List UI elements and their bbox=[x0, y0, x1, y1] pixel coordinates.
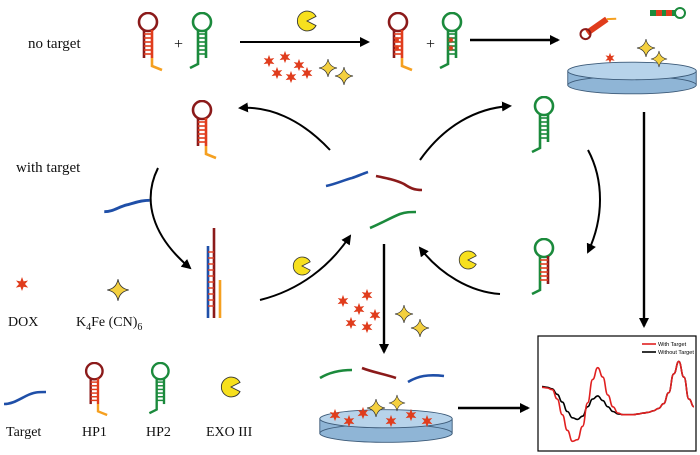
legend-exo3-label: EXO III bbox=[206, 425, 253, 440]
k4fe-star-icon bbox=[106, 278, 130, 302]
plus-sign: + bbox=[426, 36, 435, 53]
legend-entry-with-target: With Target bbox=[658, 342, 687, 348]
hairpin-hp2-icon bbox=[148, 362, 170, 415]
legend-target-label: Target bbox=[6, 425, 41, 440]
released-strands bbox=[325, 170, 423, 230]
k4fe-star-icon bbox=[410, 318, 430, 338]
dox-cluster bbox=[263, 50, 313, 84]
arrow-hybridize-hp1 bbox=[149, 167, 192, 270]
k4fe-star-icon bbox=[394, 304, 414, 324]
dox-icon bbox=[15, 277, 29, 291]
hairpin-hp1-icon bbox=[137, 12, 164, 72]
legend-k4fe-label: K4Fe (CN)6 bbox=[76, 315, 142, 333]
exo3-pacman-icon bbox=[292, 256, 311, 276]
legend-hp1-label: HP1 bbox=[82, 425, 107, 440]
electrode-icon bbox=[567, 61, 697, 95]
with-target-cycle bbox=[102, 96, 601, 354]
exo3-pacman-icon bbox=[296, 10, 317, 32]
dox-cluster bbox=[337, 288, 381, 334]
adsorbed-hairpins bbox=[579, 7, 686, 41]
hairpin-hp1-icon bbox=[191, 100, 218, 160]
voltammogram-chart: With Target Without Target bbox=[537, 335, 697, 452]
arrow-digest-hp1 bbox=[259, 234, 352, 301]
chart-lines bbox=[541, 360, 695, 443]
row-label-with-target: with target bbox=[16, 160, 81, 176]
bottom-electrode-group bbox=[319, 366, 453, 443]
dox-icon bbox=[605, 52, 615, 64]
exo3-pacman-icon bbox=[458, 250, 477, 270]
legend: DOX K4Fe (CN)6 Target HP1 HP2 EXO III bbox=[3, 277, 253, 440]
target-strand-icon bbox=[3, 390, 47, 406]
arrow-release-hp1 bbox=[238, 102, 331, 151]
hairpin-hp1-icon bbox=[84, 362, 109, 417]
hairpin-hp2-icon bbox=[530, 96, 555, 154]
k4fe-star-icon bbox=[334, 66, 354, 86]
series-line-with-target bbox=[541, 360, 695, 443]
arrow-hybridize-hp2 bbox=[586, 149, 601, 254]
legend-hp2-label: HP2 bbox=[146, 425, 171, 440]
legend-dox-label: DOX bbox=[8, 315, 38, 330]
plus-sign: + bbox=[174, 36, 183, 53]
k4fe-star-icon bbox=[388, 394, 406, 412]
legend-entry-without-target: Without Target bbox=[658, 350, 694, 356]
arrow-digest-hp2 bbox=[418, 246, 501, 295]
no-target-row: + + bbox=[137, 7, 697, 95]
electrode-icon bbox=[319, 409, 453, 443]
chart-legend: With Target Without Target bbox=[642, 342, 694, 356]
k4fe-star-icon bbox=[636, 38, 656, 58]
row-label-no-target: no target bbox=[28, 36, 81, 52]
hairpin-hp1-icon bbox=[387, 12, 414, 72]
exo3-pacman-icon bbox=[220, 376, 241, 398]
hairpin-hp2-icon bbox=[530, 238, 555, 296]
hairpin-hp2-icon bbox=[188, 12, 213, 70]
target-strand-icon bbox=[102, 198, 152, 214]
arrow-release-hp2 bbox=[419, 101, 512, 161]
chart-frame bbox=[537, 335, 697, 452]
k4fe-star-icon bbox=[318, 58, 338, 78]
hp1-target-duplex bbox=[206, 228, 222, 318]
